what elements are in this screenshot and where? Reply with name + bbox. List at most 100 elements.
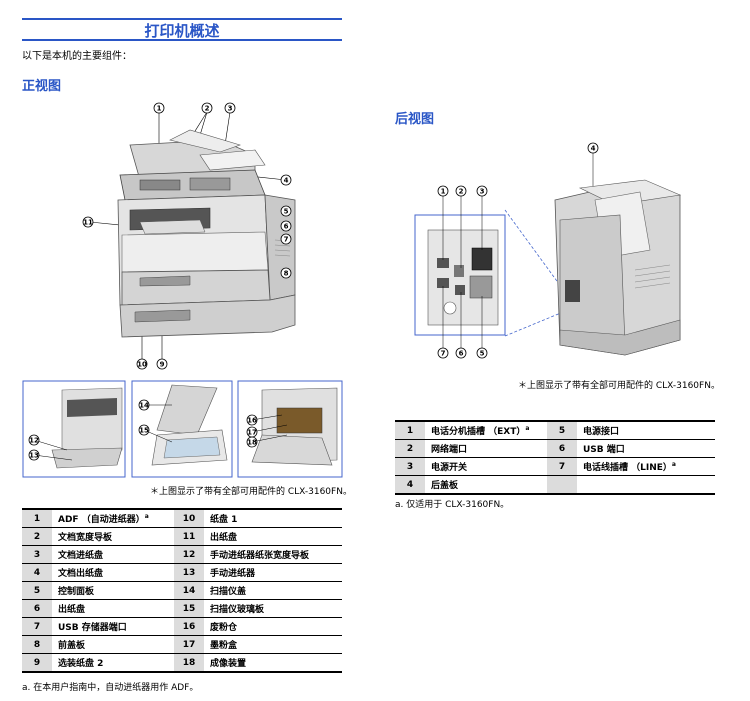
item-number: 2 (33, 531, 41, 542)
table-cell: 14 (174, 581, 204, 600)
callout-8 (280, 267, 292, 279)
table-cell: 扫描仪盖 (204, 581, 342, 600)
table-cell: 网络端口 (425, 439, 547, 458)
item-label: 后盖板 (431, 481, 459, 491)
item-label: 手动进纸器 (210, 569, 256, 579)
table-cell: 17 (174, 635, 204, 654)
front-printer-illustration: 1 2 3 4 5 6 7 8 9 10 11 (82, 102, 296, 370)
table-cell: 电话分机插槽 （EXT）a (425, 420, 547, 440)
table-row: 3 电源开关 7 电话线插槽 （LINE）a (395, 457, 715, 476)
item-number: 14 (182, 585, 196, 596)
item-label: 控制面板 (58, 587, 95, 597)
item-label: 成像装置 (210, 659, 247, 669)
item-number: 16 (182, 621, 196, 632)
item-number: 7 (558, 461, 566, 472)
table-cell: 6 (547, 439, 577, 458)
table-cell: 出纸盘 (52, 599, 174, 618)
callout-8-label: 8 (284, 270, 289, 278)
rear-callout-7: 7 (441, 350, 446, 358)
table-cell: 成像装置 (204, 653, 342, 673)
table-cell: 15 (174, 599, 204, 618)
page-title: 打印机概述 (144, 22, 220, 40)
item-number: 13 (182, 567, 196, 578)
item-label: 文档出纸盘 (58, 569, 104, 579)
item-number: 4 (33, 567, 41, 578)
footnote-marker: a (144, 513, 149, 520)
table-cell: 控制面板 (52, 581, 174, 600)
table-cell: 4 (395, 475, 425, 495)
item-number: 5 (33, 585, 41, 596)
table-cell: 4 (22, 563, 52, 582)
callout-1-label: 1 (157, 105, 162, 113)
item-label: 网络端口 (431, 445, 468, 455)
rear-printer-illustration: 1 2 3 4 5 6 7 (414, 142, 682, 359)
table-cell: ADF （自动进纸器）a (52, 508, 174, 528)
table-cell: 8 (22, 635, 52, 654)
callout-1 (153, 102, 165, 114)
item-number: 8 (33, 639, 41, 650)
table-cell: 1 (395, 420, 425, 440)
item-label: ADF （自动进纸器） (58, 515, 145, 525)
table-cell: 出纸盘 (204, 527, 342, 546)
callout-3-label: 3 (228, 105, 233, 113)
table-cell: 文档出纸盘 (52, 563, 174, 582)
item-label: 前盖板 (58, 641, 86, 651)
item-label: 纸盘 1 (210, 515, 238, 525)
footnote-marker: a (671, 461, 676, 468)
rear-callout-6: 6 (459, 350, 464, 358)
front-detail-panels: 12 13 14 15 16 17 18 (22, 380, 343, 478)
table-cell: 扫描仪玻璃板 (204, 599, 342, 618)
item-label: 电话线插槽 （LINE） (583, 463, 672, 473)
table-cell: 电源开关 (425, 457, 547, 476)
item-number: 12 (182, 549, 196, 560)
callout-17-label: 17 (247, 429, 257, 437)
table-cell: 13 (174, 563, 204, 582)
callout-4 (280, 174, 292, 186)
item-label: 选装纸盘 2 (58, 659, 104, 669)
title-rule-top (22, 18, 342, 20)
table-cell: 7 (22, 617, 52, 636)
item-number: 6 (33, 603, 41, 614)
table-cell: 手动进纸器纸张宽度导板 (204, 545, 342, 564)
table-cell: 电源接口 (577, 420, 715, 440)
callout-4-label: 4 (284, 177, 289, 185)
item-number: 9 (33, 657, 41, 668)
callout-9 (156, 358, 168, 370)
front-footnote: a. 在本用户指南中，自动进纸器用作 ADF。 (22, 683, 199, 693)
callout-18-label: 18 (247, 439, 257, 447)
table-cell: 12 (174, 545, 204, 564)
table-cell: 纸盘 1 (204, 508, 342, 528)
callout-14-label: 14 (139, 402, 149, 410)
table-cell: 电话线插槽 （LINE）a (577, 457, 715, 476)
item-number: 3 (33, 549, 41, 560)
table-row: 4 后盖板 (395, 475, 715, 495)
title-rule-bottom (22, 39, 342, 41)
table-cell: 3 (22, 545, 52, 564)
table-cell: 3 (395, 457, 425, 476)
rear-callout-5: 5 (480, 350, 485, 358)
callout-16-label: 16 (247, 417, 257, 425)
table-cell: 1 (22, 508, 52, 528)
callout-2 (201, 102, 213, 114)
callout-2-label: 2 (205, 105, 210, 113)
table-cell: 5 (547, 420, 577, 440)
table-cell: 5 (22, 581, 52, 600)
table-row: 6 出纸盘 15 扫描仪玻璃板 (22, 599, 342, 618)
item-number: 3 (406, 461, 414, 472)
item-label: 电源开关 (431, 463, 468, 473)
item-number: 17 (182, 639, 196, 650)
rear-caption: ＊上图显示了带有全部可用配件的 CLX-3160FN。 (518, 381, 720, 391)
rear-callout-3: 3 (480, 188, 485, 196)
table-row: 4 文档出纸盘 13 手动进纸器 (22, 563, 342, 582)
front-view-heading: 正视图 (22, 79, 62, 94)
rear-footnote: a. 仅适用于 CLX-3160FN。 (395, 500, 510, 510)
callout-11 (82, 216, 94, 228)
table-cell: USB 存储器端口 (52, 617, 174, 636)
item-number: 15 (182, 603, 196, 614)
rear-view-heading: 后视图 (395, 112, 435, 127)
